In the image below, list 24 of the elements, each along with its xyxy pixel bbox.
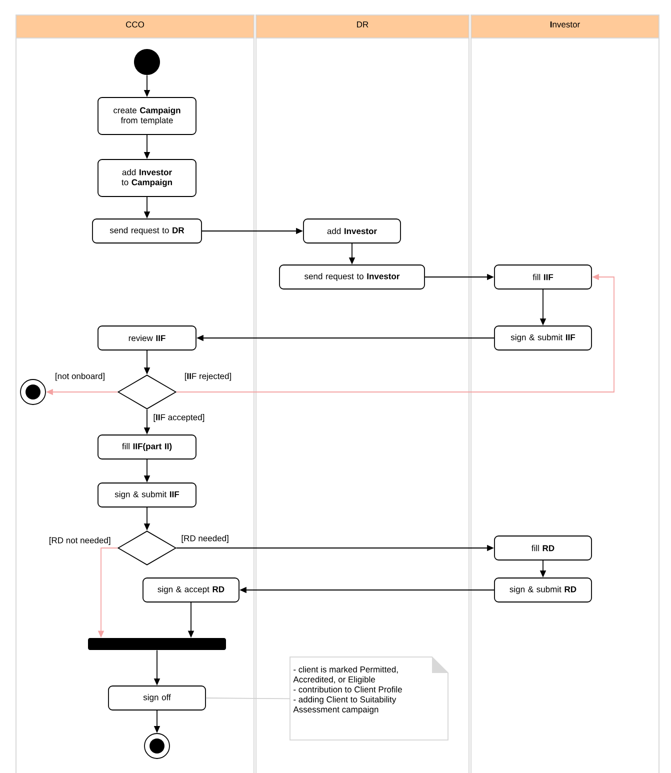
activity-box: fill IIF xyxy=(494,264,592,290)
start-node xyxy=(134,49,160,75)
edge-label: [RD not needed] xyxy=(48,536,112,546)
activity-box: sign & submit IIF xyxy=(494,326,592,350)
activity-box: sign & accept RD xyxy=(142,578,240,602)
leader-line xyxy=(206,698,290,700)
edge-label: [RD needed] xyxy=(180,534,230,544)
activity-box: review IIF xyxy=(98,326,196,350)
edge-label: [not onboard] xyxy=(54,372,106,382)
activity-box: fill RD xyxy=(494,536,592,560)
activity-box: add Investor to Campaign xyxy=(98,159,196,197)
activity-box: add Investor xyxy=(303,218,401,244)
end-node xyxy=(144,733,170,759)
activity-box: create Campaign from template xyxy=(98,97,196,135)
activity-box: sign & submit IIF xyxy=(98,482,196,508)
activity-box: sign & submit RD xyxy=(494,578,592,602)
activity-box: send request to DR xyxy=(92,218,202,244)
activity-box: send request to Investor xyxy=(279,264,425,290)
edge-label: [IIF accepted] xyxy=(152,413,206,423)
edge-label: [IIF rejected] xyxy=(183,372,233,382)
activity-box: fill IIF(part II) xyxy=(98,434,196,460)
activity-box: sign off xyxy=(108,686,206,710)
end-node xyxy=(20,379,46,405)
note: - client is marked Permitted, Accredited, or Eligible - contribution to Client Profile - adding Client to Suitability Assessment campaign xyxy=(290,656,448,740)
